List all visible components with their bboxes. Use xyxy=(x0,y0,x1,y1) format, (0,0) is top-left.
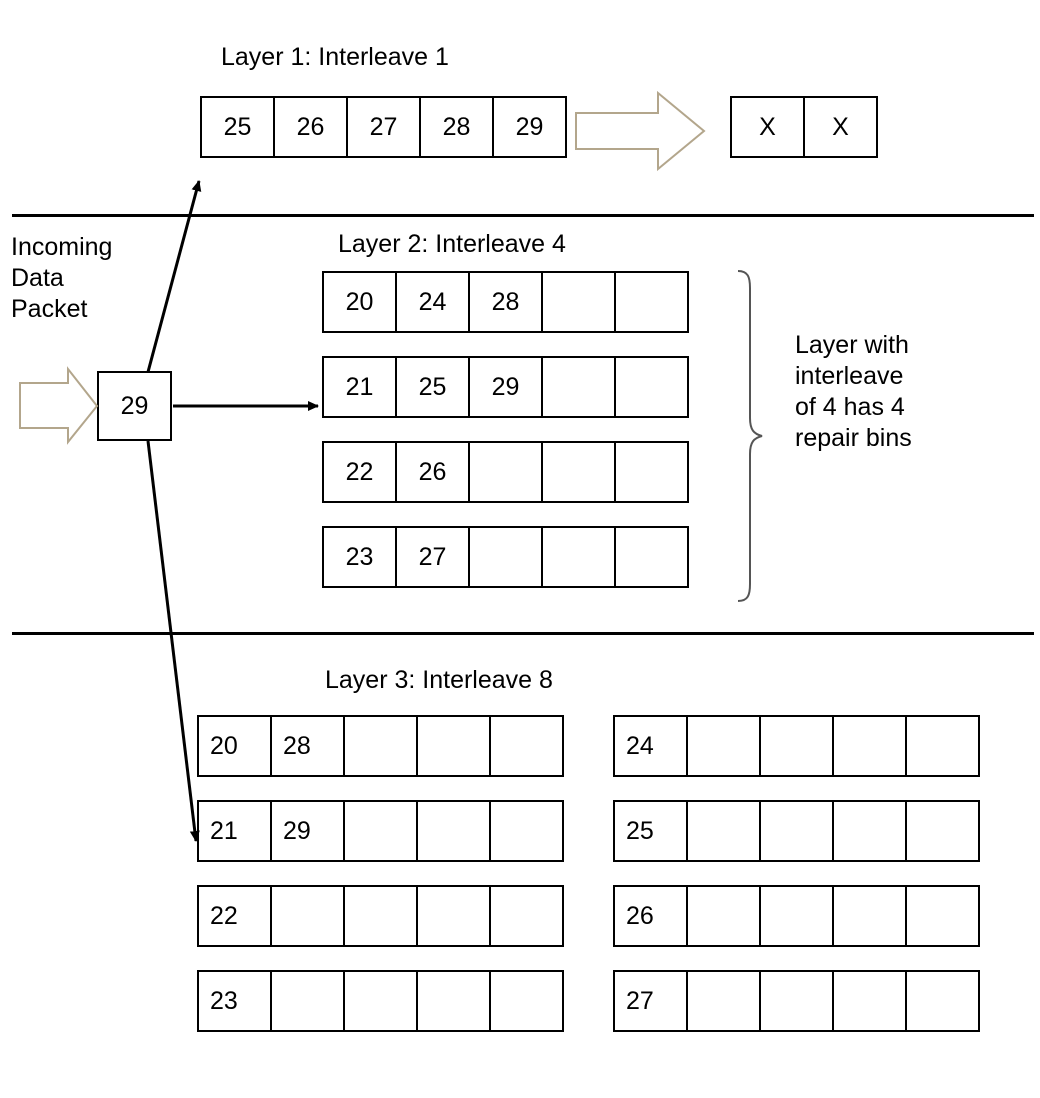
layer3-right-cell-3-1 xyxy=(686,970,761,1032)
layer3-left-cell-1-3 xyxy=(416,800,491,862)
layer2-cell-2-3 xyxy=(541,441,616,503)
divider-layer2-layer3 xyxy=(12,632,1034,635)
layer3-right-cell-1-3 xyxy=(832,800,907,862)
layer3-left-cell-3-1 xyxy=(270,970,345,1032)
layer3-right-cell-2-2 xyxy=(759,885,834,947)
layer2-title: Layer 2: Interleave 4 xyxy=(338,230,566,258)
layer3-right-row-0: 24 xyxy=(613,715,980,777)
layer1-cell-4: 29 xyxy=(492,96,567,158)
layer3-left-cell-3-3 xyxy=(416,970,491,1032)
incoming-block-arrow-icon xyxy=(19,366,99,445)
layer2-cell-1-3 xyxy=(541,356,616,418)
layer2-cell-0-4 xyxy=(614,271,689,333)
layer3-left-cell-0-2 xyxy=(343,715,418,777)
layer2-annotation: Layer with interleave of 4 has 4 repair … xyxy=(795,331,912,452)
layer1-overflow-block-arrow-icon xyxy=(575,90,706,172)
layer3-left-cell-0-1: 28 xyxy=(270,715,345,777)
arrow-packet-to-layer1 xyxy=(146,180,202,373)
layer2-brace-icon xyxy=(737,270,763,602)
layer2-cell-2-2 xyxy=(468,441,543,503)
layer2-cell-1-2: 29 xyxy=(468,356,543,418)
layer1-cell-2: 27 xyxy=(346,96,421,158)
layer3-right-cell-2-3 xyxy=(832,885,907,947)
layer2-cell-1-0: 21 xyxy=(322,356,397,418)
layer3-left-cell-1-4 xyxy=(489,800,564,862)
layer1-cell-3: 28 xyxy=(419,96,494,158)
layer3-left-row-2: 22 xyxy=(197,885,564,947)
layer2-cell-2-0: 22 xyxy=(322,441,397,503)
layer3-left-cell-3-2 xyxy=(343,970,418,1032)
layer1-cell-1: 26 xyxy=(273,96,348,158)
layer2-cell-3-2 xyxy=(468,526,543,588)
incoming-packet-box: 29 xyxy=(97,371,172,441)
layer2-cell-0-0: 20 xyxy=(322,271,397,333)
layer3-left-cell-0-0: 20 xyxy=(197,715,272,777)
layer2-cell-0-3 xyxy=(541,271,616,333)
layer3-title: Layer 3: Interleave 8 xyxy=(325,666,553,694)
layer3-right-row-1: 25 xyxy=(613,800,980,862)
layer3-right-cell-3-3 xyxy=(832,970,907,1032)
layer3-right-cell-0-2 xyxy=(759,715,834,777)
layer2-cell-3-1: 27 xyxy=(395,526,470,588)
layer2-cell-0-1: 24 xyxy=(395,271,470,333)
layer3-left-cell-2-2 xyxy=(343,885,418,947)
layer3-right-cell-0-1 xyxy=(686,715,761,777)
divider-layer1-layer2 xyxy=(12,214,1034,217)
layer3-left-cell-2-1 xyxy=(270,885,345,947)
layer2-cell-3-0: 23 xyxy=(322,526,397,588)
layer2-cell-3-3 xyxy=(541,526,616,588)
layer3-right-cell-0-3 xyxy=(832,715,907,777)
layer3-left-cell-2-4 xyxy=(489,885,564,947)
layer2-cell-1-4 xyxy=(614,356,689,418)
layer3-right-cell-2-4 xyxy=(905,885,980,947)
layer3-right-cell-1-4 xyxy=(905,800,980,862)
incoming-packet-label: Incoming Data Packet xyxy=(11,233,113,323)
layer2-cell-2-4 xyxy=(614,441,689,503)
layer3-right-cell-2-1 xyxy=(686,885,761,947)
layer3-left-cell-2-0: 22 xyxy=(197,885,272,947)
layer3-left-cell-1-1: 29 xyxy=(270,800,345,862)
layer3-left-cell-3-0: 23 xyxy=(197,970,272,1032)
layer3-right-row-3: 27 xyxy=(613,970,980,1032)
layer3-left-row-3: 23 xyxy=(197,970,564,1032)
layer3-right-cell-1-1 xyxy=(686,800,761,862)
layer3-right-row-2: 26 xyxy=(613,885,980,947)
layer2-cell-3-4 xyxy=(614,526,689,588)
incoming-packet-value: 29 xyxy=(120,391,149,420)
layer3-left-cell-0-4 xyxy=(489,715,564,777)
layer3-left-cell-3-4 xyxy=(489,970,564,1032)
layer3-left-cell-0-3 xyxy=(416,715,491,777)
layer3-right-cell-3-2 xyxy=(759,970,834,1032)
layer1-cell-0: 25 xyxy=(200,96,275,158)
layer3-left-cell-1-2 xyxy=(343,800,418,862)
layer2-cell-0-2: 28 xyxy=(468,271,543,333)
layer3-right-cell-3-0: 27 xyxy=(613,970,688,1032)
layer3-left-cell-2-3 xyxy=(416,885,491,947)
layer1-overflow-cell-1: X xyxy=(803,96,878,158)
layer3-right-cell-0-0: 24 xyxy=(613,715,688,777)
layer3-right-cell-3-4 xyxy=(905,970,980,1032)
layer1-title: Layer 1: Interleave 1 xyxy=(221,43,449,71)
layer3-left-cell-1-0: 21 xyxy=(197,800,272,862)
arrow-packet-to-layer3 xyxy=(146,440,200,842)
layer2-cell-1-1: 25 xyxy=(395,356,470,418)
layer3-right-cell-0-4 xyxy=(905,715,980,777)
layer1-overflow-cell-0: X xyxy=(730,96,805,158)
layer2-cell-2-1: 26 xyxy=(395,441,470,503)
layer3-right-cell-1-0: 25 xyxy=(613,800,688,862)
layer3-right-cell-1-2 xyxy=(759,800,834,862)
layer3-right-cell-2-0: 26 xyxy=(613,885,688,947)
